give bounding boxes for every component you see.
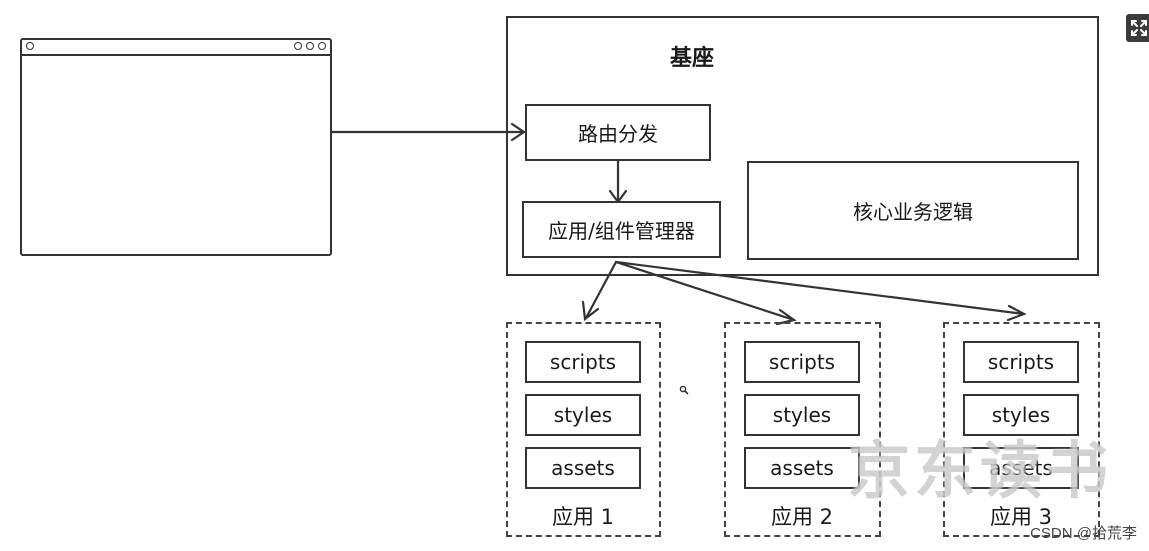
- app-container-2: [724, 322, 881, 537]
- browser-title-bar: [22, 40, 330, 56]
- arrow-manager-to-app2: [614, 260, 796, 322]
- app3-assets: assets: [963, 447, 1079, 489]
- expand-button[interactable]: [1126, 14, 1149, 42]
- browser-window: [20, 38, 332, 256]
- magnifier-cursor-icon: [679, 380, 689, 395]
- app1-scripts: scripts: [525, 341, 641, 383]
- router-box: 路由分发: [525, 104, 711, 161]
- arrow-manager-to-app1: [584, 260, 618, 320]
- app2-label: 应用 2: [770, 505, 834, 529]
- window-dot-icon: [294, 42, 302, 50]
- expand-icon: [1131, 20, 1147, 36]
- arrow-manager-to-app3: [614, 260, 1026, 316]
- app3-label: 应用 3: [989, 505, 1053, 529]
- window-dot-icon: [318, 42, 326, 50]
- app-container-3: [943, 322, 1100, 537]
- app-container-1: [506, 322, 661, 537]
- window-dot-icon: [26, 42, 34, 50]
- app2-styles: styles: [744, 394, 860, 436]
- app2-assets: assets: [744, 447, 860, 489]
- app1-label: 应用 1: [551, 505, 615, 529]
- window-dot-icon: [306, 42, 314, 50]
- csdn-credit: CSDN @拾荒李: [1030, 525, 1137, 542]
- core-logic-box: 核心业务逻辑: [747, 161, 1079, 260]
- app3-styles: styles: [963, 394, 1079, 436]
- manager-box: 应用/组件管理器: [522, 201, 721, 258]
- app3-scripts: scripts: [963, 341, 1079, 383]
- base-title: 基座: [670, 46, 715, 71]
- app1-styles: styles: [525, 394, 641, 436]
- base-container: [506, 16, 1099, 276]
- app2-scripts: scripts: [744, 341, 860, 383]
- app1-assets: assets: [525, 447, 641, 489]
